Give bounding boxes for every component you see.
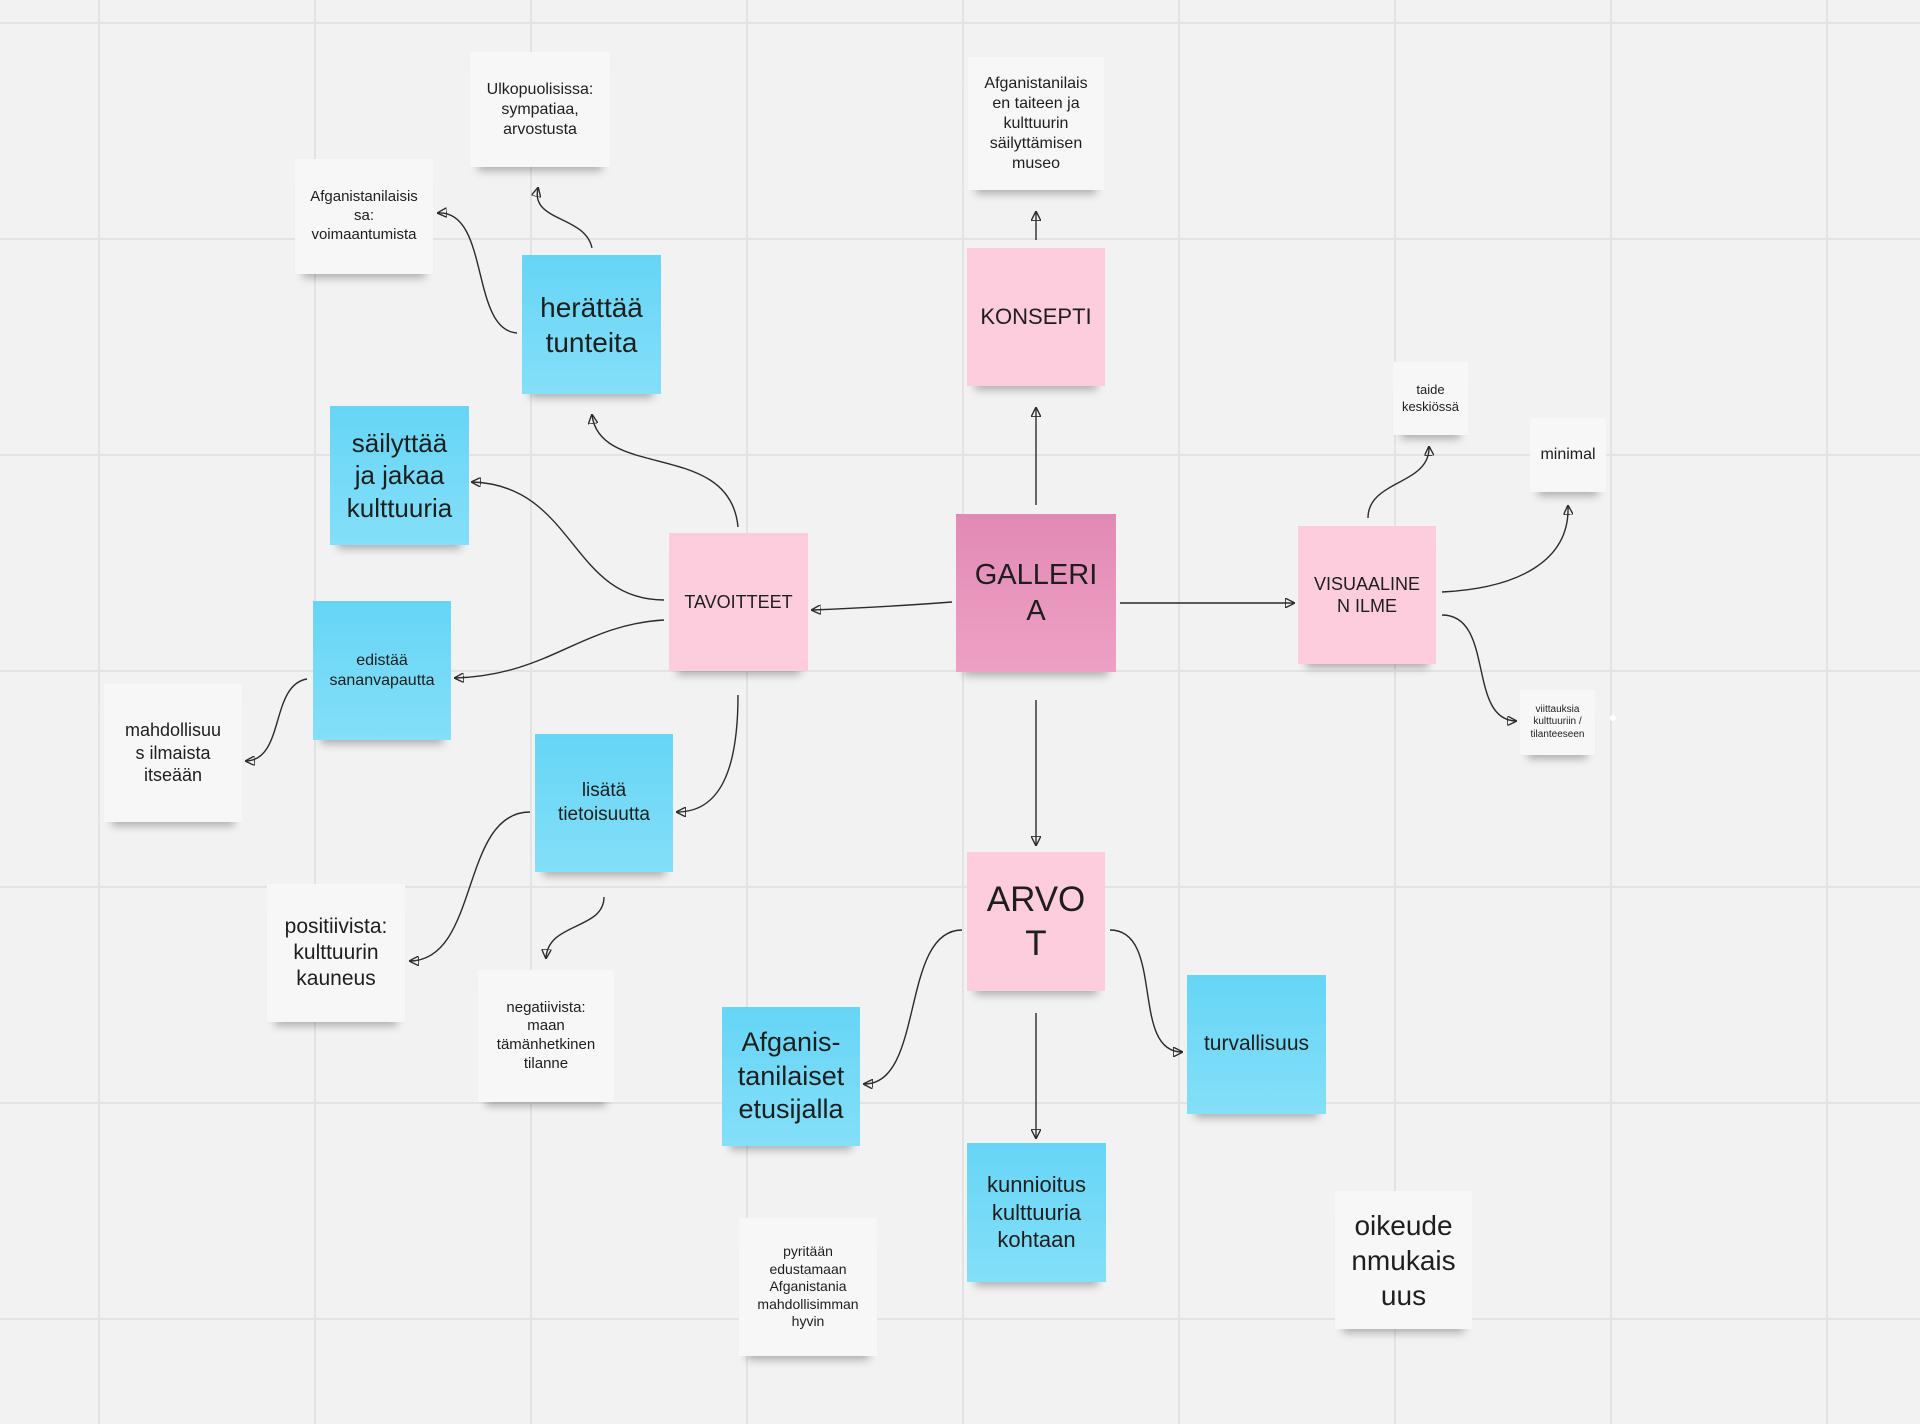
note-sailyttaa[interactable]: säilyttää ja jakaa kulttuuria — [330, 406, 469, 545]
note-taide[interactable]: taide keskiössä — [1393, 362, 1468, 435]
connector-tavoitteet-herattaa — [592, 415, 739, 528]
connector-herattaa-ulkopuolisissa — [537, 188, 593, 249]
note-mahdollisuus[interactable]: mahdollisuus ilmaista itseään — [104, 684, 242, 822]
note-afganistanilaiset[interactable]: Afganis-tanilaiset etusijalla — [722, 1007, 860, 1146]
note-voimaantumista[interactable]: Afganistanilaisis sa: voimaantumista — [295, 159, 433, 274]
note-positiivista[interactable]: positiivista: kulttuurin kauneus — [267, 884, 405, 1022]
connector-visuaalinen-taide — [1367, 447, 1429, 519]
note-turvallisuus[interactable]: turvallisuus — [1187, 975, 1326, 1114]
note-tavoitteet[interactable]: TAVOITTEET — [669, 533, 808, 671]
note-galleria[interactable]: GALLERIA — [956, 514, 1116, 672]
note-lisata[interactable]: lisätä tietoisuutta — [535, 734, 673, 872]
note-herattaa[interactable]: herättää tunteita — [522, 255, 661, 394]
connector-visuaalinen-minimal — [1441, 506, 1568, 593]
connector-galleria-tavoitteet — [812, 601, 953, 610]
note-viittauksia[interactable]: viittauksia kulttuuriin / tilanteeseen — [1520, 690, 1595, 755]
connector-tavoitteet-edistaa — [455, 619, 665, 678]
note-arvot[interactable]: ARVOT — [967, 852, 1105, 991]
connector-arvot-afganistanilaiset — [864, 929, 963, 1084]
note-kunnioitus[interactable]: kunnioitus kulttuuria kohtaan — [967, 1143, 1106, 1282]
note-edistaa[interactable]: edistää sananvapautta — [313, 601, 451, 740]
connector-lisata-positiivista — [410, 811, 531, 961]
note-minimal[interactable]: minimal — [1530, 418, 1606, 492]
connector-tavoitteet-lisata — [677, 694, 739, 812]
note-visuaalinen[interactable]: VISUAALINEN ILME — [1298, 526, 1436, 664]
connector-visuaalinen-viittauksia — [1441, 614, 1516, 721]
connector-arvot-turvallisuus — [1109, 929, 1182, 1052]
stray-dot — [1610, 715, 1616, 721]
note-museo[interactable]: Afganistanilais en taiteen ja kulttuurin… — [968, 57, 1104, 190]
connector-edistaa-mahdollisuus — [246, 678, 308, 761]
connector-tavoitteet-sailyttaa — [472, 482, 665, 601]
note-negatiivista[interactable]: negatiivista: maan tämänhetkinen tilanne — [478, 970, 614, 1102]
note-ulkopuolisissa[interactable]: Ulkopuolisissa: sympatiaa, arvostusta — [470, 52, 610, 167]
note-oikeudenmukaisuus[interactable]: oikeude nmukais uus — [1335, 1191, 1472, 1329]
note-pyritaan[interactable]: pyritään edustamaan Afganistania mahdoll… — [739, 1218, 877, 1356]
connector-lisata-negatiivista — [546, 896, 605, 958]
connector-herattaa-voimaantumista — [438, 213, 518, 334]
note-konsepti[interactable]: KONSEPTI — [967, 248, 1105, 386]
